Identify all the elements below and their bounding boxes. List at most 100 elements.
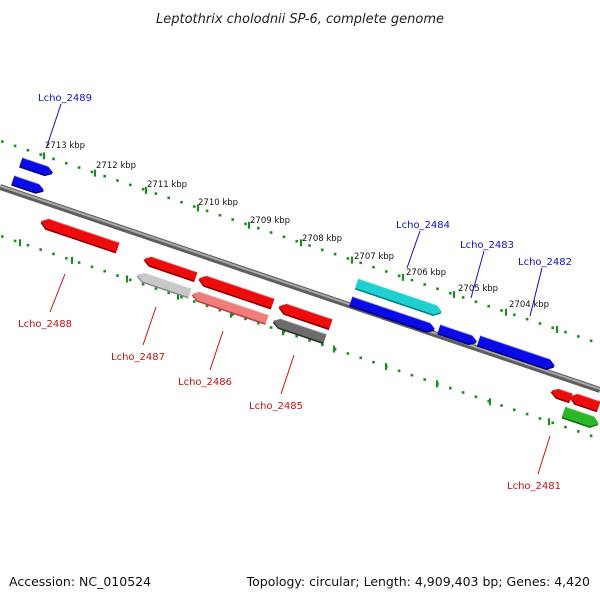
minor-tick — [269, 326, 273, 329]
gene-label-lcho-2485[interactable]: Lcho_2485 — [249, 401, 303, 412]
minor-tick — [257, 321, 260, 325]
minor-tick — [218, 213, 222, 217]
tick-label: 2710 kbp — [198, 198, 238, 208]
minor-tick — [397, 274, 401, 278]
minor-tick — [1, 140, 4, 143]
minor-tick — [397, 369, 401, 373]
tick-label: 2704 kbp — [509, 300, 549, 310]
minor-tick — [39, 248, 42, 251]
minor-tick — [538, 322, 542, 325]
label-leader-line — [470, 250, 485, 299]
gene-lcho-2483[interactable] — [437, 324, 478, 347]
minor-tick — [461, 391, 465, 394]
minor-tick — [564, 425, 567, 429]
tick-label: 2712 kbp — [96, 161, 136, 171]
minor-tick — [141, 282, 145, 286]
minor-tick — [26, 243, 30, 247]
minor-tick — [77, 261, 81, 264]
inner-tick-ring — [1, 235, 593, 438]
minor-tick — [180, 200, 183, 204]
gene-label-lcho-2482[interactable]: Lcho_2482 — [518, 257, 572, 268]
gene-reverse-e[interactable] — [568, 391, 600, 413]
minor-tick — [577, 430, 580, 433]
gene-label-lcho-2489[interactable]: Lcho_2489 — [38, 93, 92, 104]
gene-lcho-2489[interactable] — [19, 157, 54, 178]
gene-label-lcho-2488[interactable]: Lcho_2488 — [18, 319, 72, 330]
gene-lcho-2485[interactable] — [271, 316, 327, 345]
minor-tick — [321, 343, 324, 347]
gene-lcho-2481[interactable] — [561, 406, 600, 430]
minor-tick — [577, 335, 580, 338]
gene-reverse-c[interactable] — [277, 301, 333, 331]
minor-tick — [269, 231, 273, 234]
minor-tick — [154, 192, 158, 195]
gene-label-lcho-2483[interactable]: Lcho_2483 — [460, 240, 514, 251]
gene-labels: Lcho_2489Lcho_2484Lcho_2483Lcho_2482Lcho… — [18, 93, 572, 492]
genome-backbone — [0, 184, 600, 393]
gene-label-lcho-2484[interactable]: Lcho_2484 — [396, 220, 450, 231]
gene-label-lcho-2487[interactable]: Lcho_2487 — [111, 352, 165, 363]
minor-tick — [500, 404, 503, 407]
gene-forward-c[interactable] — [349, 296, 436, 334]
minor-tick — [205, 209, 209, 213]
minor-tick — [39, 153, 42, 156]
minor-tick — [372, 360, 375, 364]
gene-lcho-2486[interactable] — [190, 289, 269, 325]
minor-tick — [525, 317, 529, 321]
minor-tick — [346, 352, 350, 355]
minor-tick — [205, 304, 209, 308]
minor-tick — [52, 252, 55, 256]
gene-lcho-2488[interactable] — [39, 216, 120, 254]
minor-tick — [129, 183, 132, 187]
minor-tick — [410, 373, 414, 377]
minor-tick — [141, 187, 145, 191]
label-leader-line — [142, 306, 157, 346]
minor-tick — [589, 339, 593, 343]
minor-tick — [52, 157, 55, 161]
gene-label-lcho-2481[interactable]: Lcho_2481 — [507, 481, 561, 492]
minor-tick — [244, 317, 247, 321]
minor-tick — [487, 399, 490, 403]
minor-tick — [410, 278, 414, 282]
minor-tick — [257, 226, 260, 230]
minor-tick — [167, 196, 170, 200]
minor-tick — [193, 205, 196, 208]
label-leader-line — [46, 103, 62, 147]
gene-reverse-a[interactable] — [142, 254, 198, 283]
minor-tick — [321, 248, 324, 252]
minor-tick — [103, 174, 106, 178]
minor-tick — [449, 291, 452, 295]
minor-tick — [372, 265, 375, 269]
minor-tick — [385, 270, 388, 273]
minor-tick — [193, 300, 196, 303]
tick-label: 2713 kbp — [45, 141, 85, 151]
minor-tick — [13, 144, 17, 148]
minor-tick — [116, 179, 119, 182]
minor-tick — [218, 308, 222, 312]
gene-lcho-2487[interactable] — [135, 270, 192, 299]
minor-tick — [1, 235, 4, 238]
minor-tick — [308, 339, 311, 342]
gene-lcho-2484[interactable] — [354, 278, 444, 318]
accession-text: Accession: NC_010524 — [9, 574, 151, 589]
gene-label-lcho-2486[interactable]: Lcho_2486 — [178, 377, 232, 388]
gene-lcho-2482[interactable] — [476, 335, 557, 372]
minor-tick — [295, 334, 298, 338]
minor-tick — [423, 283, 426, 286]
label-leader-line — [537, 435, 551, 475]
label-leader-line — [529, 267, 543, 317]
gene-reverse-b[interactable] — [197, 273, 275, 310]
minor-tick — [525, 412, 529, 416]
minor-tick — [65, 256, 68, 260]
minor-tick — [487, 304, 490, 308]
minor-tick — [154, 287, 158, 290]
minor-tick — [346, 257, 350, 260]
minor-tick — [513, 313, 516, 317]
tick-label: 2706 kbp — [406, 268, 446, 278]
minor-tick — [90, 170, 94, 174]
minor-tick — [295, 239, 298, 243]
gene-reverse-d[interactable] — [549, 386, 573, 404]
gene-forward-b[interactable] — [11, 175, 45, 196]
